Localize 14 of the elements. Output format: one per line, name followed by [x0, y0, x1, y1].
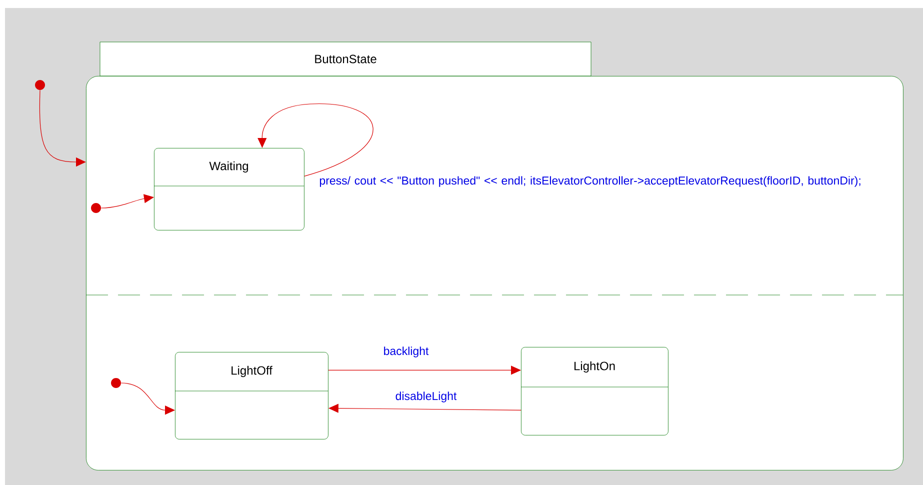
node-label: ButtonState: [315, 54, 376, 64]
transition-arrow: [100, 194, 154, 208]
transition-arrow: [258, 104, 374, 176]
transition-label: press/ cout << "Button pushed" << endl; itsElevatorController->acceptElevatorRequest(floorID, buttonDir);: [320, 176, 860, 187]
initial-state-dot: [111, 378, 121, 388]
state-box: LightOn: [520, 347, 668, 436]
transition-arrow: [328, 366, 521, 375]
state-box: LightOff: [174, 352, 328, 440]
transition-label: disableLight: [396, 392, 457, 402]
transition-label: backlight: [384, 346, 429, 358]
state-box: Waiting: [154, 148, 304, 230]
initial-state-dot: [91, 203, 101, 213]
transition-arrow: [120, 382, 175, 415]
initial-state-dot: [35, 80, 45, 90]
